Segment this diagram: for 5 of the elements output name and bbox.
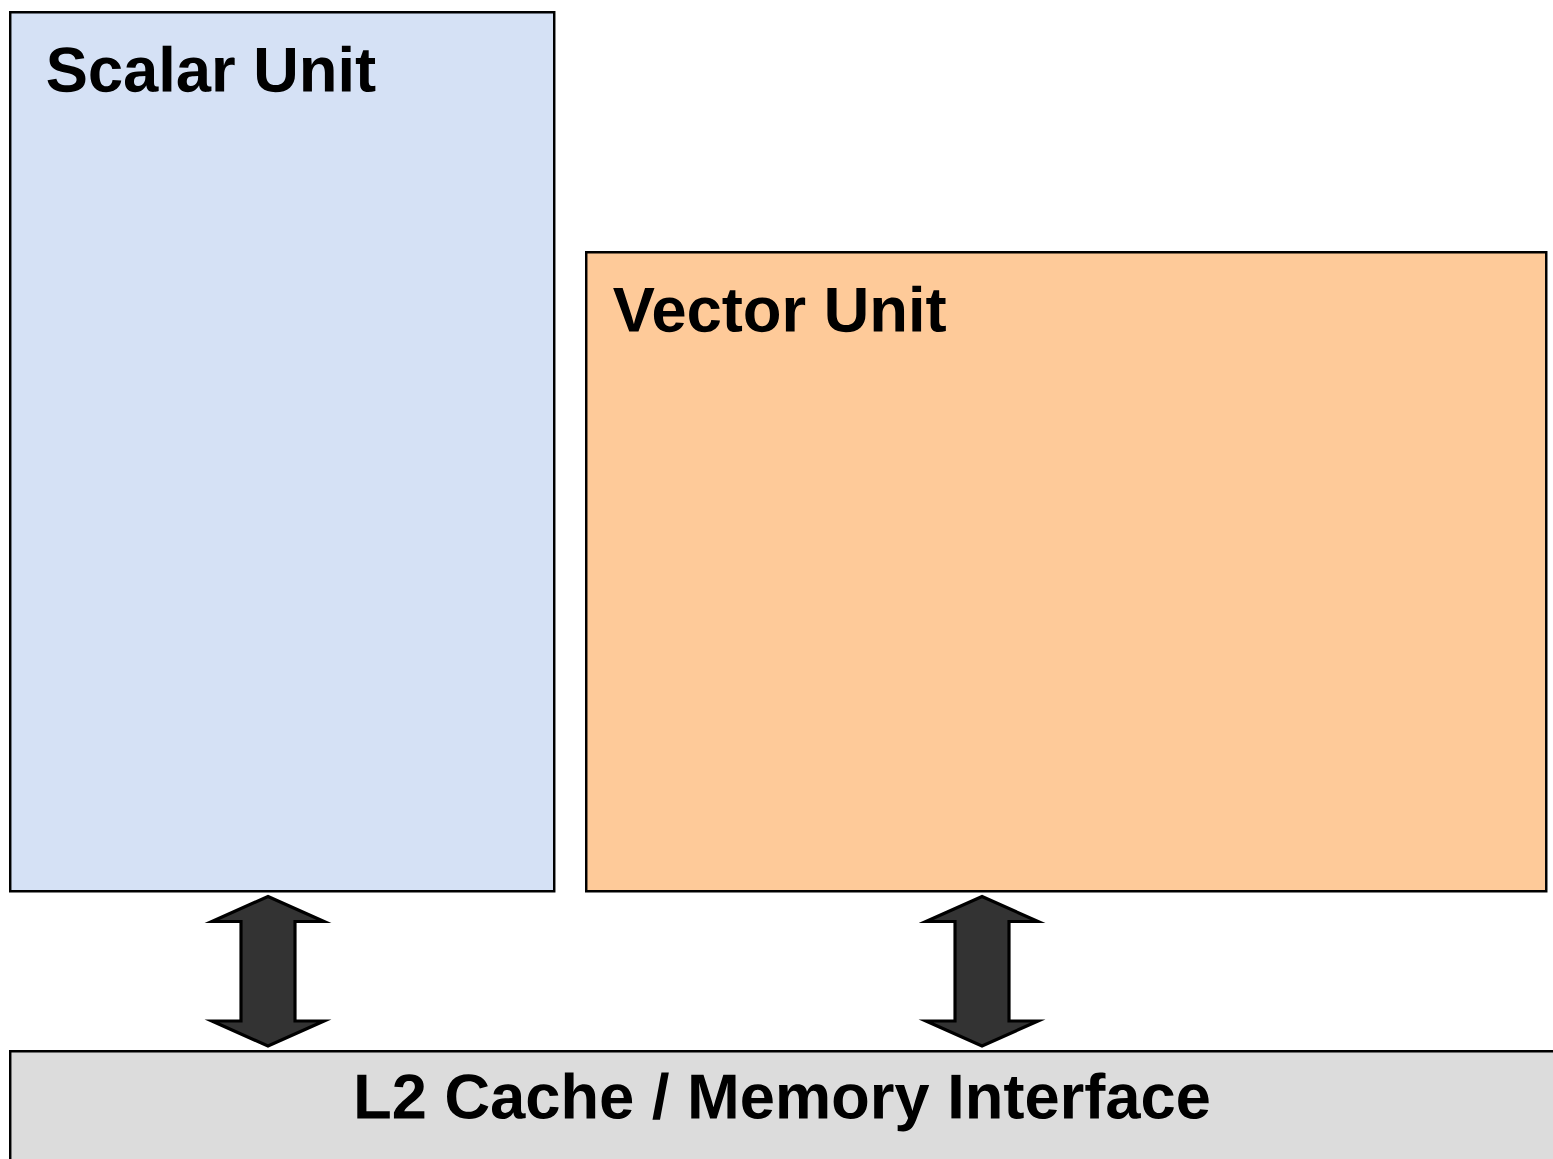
vector-unit-box: Vector Unit — [585, 251, 1548, 893]
double-arrow — [918, 894, 1046, 1048]
double-arrow — [204, 894, 332, 1048]
scalar-unit-box: Scalar Unit — [9, 11, 556, 893]
memory-interface-box: L2 Cache / Memory Interface — [9, 1050, 1553, 1159]
